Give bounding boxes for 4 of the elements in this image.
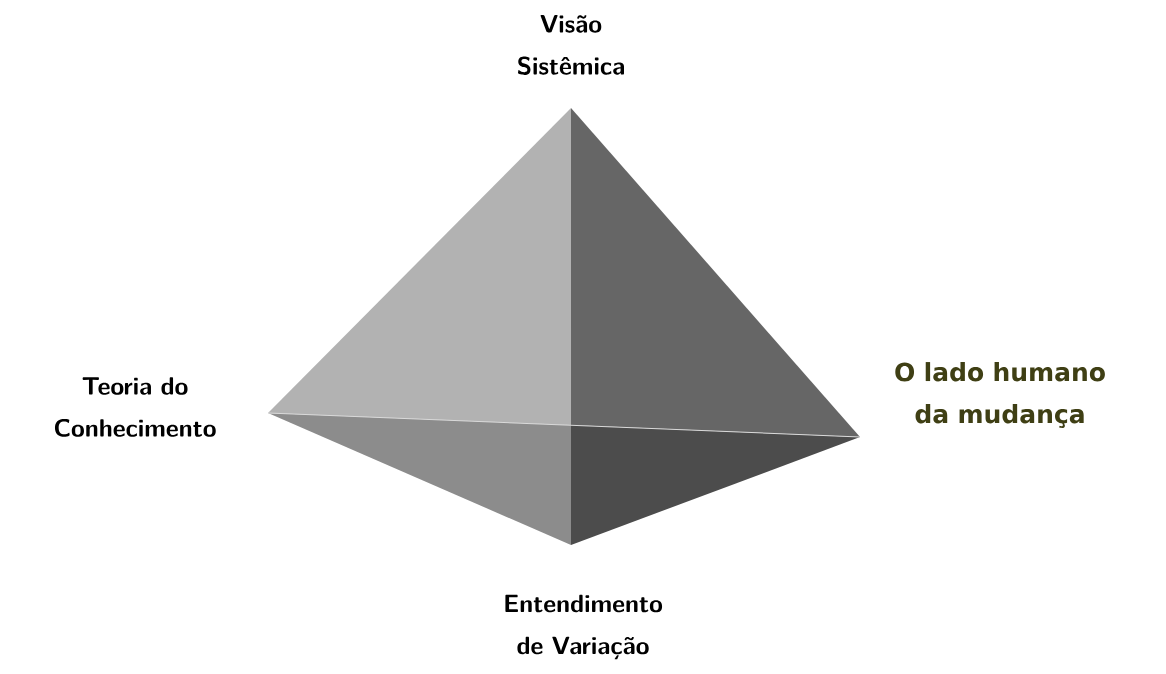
vertex-label: O lado humano da mudança [895,362,1105,428]
vertex-label: Teoria do Conhecimento [54,377,216,437]
vertex-label: Visão Sistêmica [517,15,624,75]
vertex-label: Entendimento de Variação [505,594,663,660]
